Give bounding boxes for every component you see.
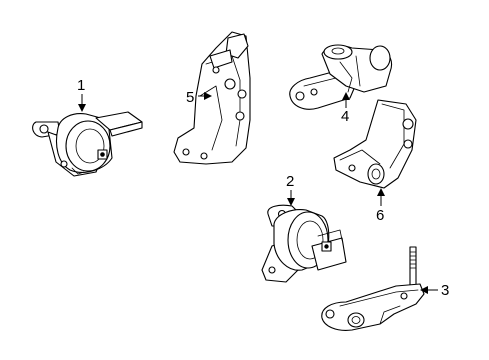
part-3-bracket <box>321 246 425 331</box>
leader-2 <box>287 190 295 206</box>
part-6-bracket <box>333 99 417 189</box>
leader-6 <box>377 188 385 206</box>
callout-2: 2 <box>286 173 294 190</box>
leader-1 <box>78 94 86 112</box>
callout-6: 6 <box>376 207 384 224</box>
part-5-bracket <box>173 31 251 165</box>
callout-3: 3 <box>441 282 449 299</box>
callout-5: 5 <box>186 89 194 106</box>
leader-3 <box>420 286 438 294</box>
part-4-mount <box>289 44 393 110</box>
part-1-engine-mount <box>32 111 143 177</box>
callout-1: 1 <box>77 77 85 94</box>
leader-5 <box>198 92 212 100</box>
callout-4: 4 <box>341 108 349 125</box>
leader-4 <box>342 92 350 108</box>
part-2-mount <box>261 204 347 283</box>
